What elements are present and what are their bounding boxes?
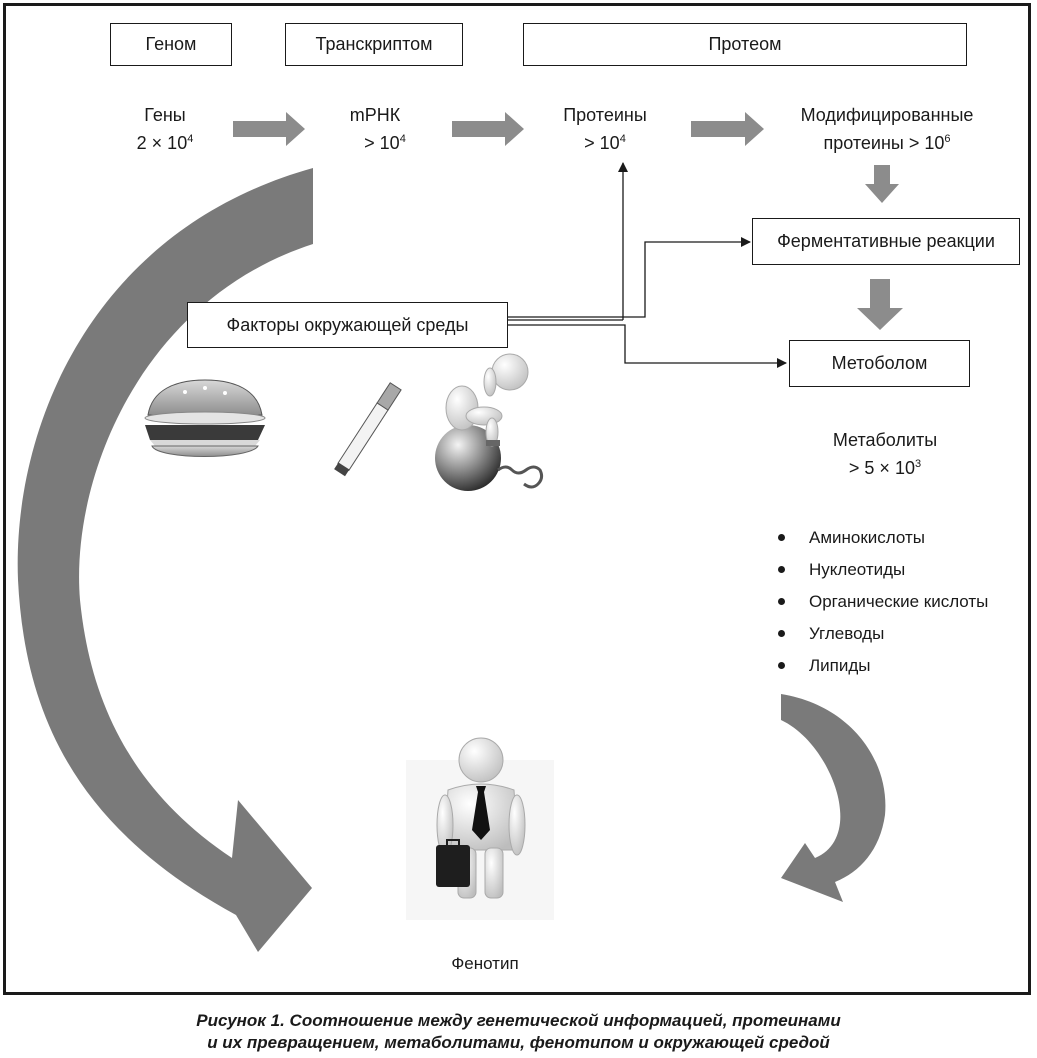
list-item: Нуклеотиды: [778, 557, 988, 589]
transcriptome-box: Транскриптом: [285, 23, 463, 66]
proteome-label: Протеом: [708, 34, 782, 54]
flow-arrow-genes-mrna: [233, 112, 305, 146]
caption-line-2: и их превращением, метаболитами, фенотип…: [207, 1033, 830, 1052]
caption-line-1: Рисунок 1. Соотношение между генетическо…: [196, 1011, 841, 1030]
hamburger-icon: [144, 379, 266, 457]
genes-count: 2 × 104: [136, 133, 194, 153]
mrna-count: > 104: [364, 133, 406, 153]
list-item: Органические кислоты: [778, 589, 988, 621]
modified-name: Модифицированные: [800, 105, 974, 125]
genome-box: Геном: [110, 23, 232, 66]
big-left-curved-arrow: [17, 168, 313, 952]
proteins-label: Протеины > 104: [540, 101, 670, 157]
metabolome-label: Метоболом: [831, 353, 928, 373]
genes-name: Гены: [144, 105, 186, 125]
enzymatic-reactions-box: Ферментативные реакции: [752, 218, 1020, 265]
proteins-count: > 104: [584, 133, 626, 153]
modified-proteins-label: Модифицированные протеины > 106: [782, 101, 992, 157]
down-arrow-enzymatic-metabolome: [857, 279, 903, 330]
metabolites-count: > 5 × 103: [848, 458, 922, 478]
genome-label: Геном: [145, 34, 197, 54]
cigarette-icon: [334, 382, 402, 477]
environment-connectors: [508, 162, 787, 368]
modified-count: протеины > 106: [823, 133, 951, 153]
mrna-label: mРНК > 104: [320, 101, 430, 157]
metabolome-box: Метоболом: [789, 340, 970, 387]
flow-arrow-proteins-modified: [691, 112, 764, 146]
enzymatic-label: Ферментативные реакции: [777, 231, 995, 251]
list-item: Аминокислоты: [778, 525, 988, 557]
list-item: Углеводы: [778, 621, 988, 653]
diagram-frame: [3, 3, 1031, 995]
metabolite-classes-list: Аминокислоты Нуклеотиды Органические кис…: [778, 525, 988, 685]
list-item: Липиды: [778, 653, 988, 685]
genes-label: Гены 2 × 104: [115, 101, 215, 157]
flow-arrow-mrna-proteins: [452, 112, 524, 146]
right-curved-arrow: [781, 694, 886, 902]
phenotype-label: Фенотип: [451, 954, 519, 973]
transcriptome-label: Транскриптом: [315, 34, 433, 54]
down-arrow-modified-enzymatic: [865, 165, 899, 203]
environment-label: Факторы окружающей среды: [226, 314, 469, 335]
mrna-name: mРНК: [349, 105, 401, 125]
metabolites-label: Метаболиты > 5 × 103: [800, 426, 970, 482]
businessman-icon: [406, 737, 554, 920]
proteins-name: Протеины: [563, 105, 647, 125]
metabolites-name: Метаболиты: [832, 430, 938, 450]
chained-person-icon: [435, 353, 544, 491]
proteome-box: Протеом: [523, 23, 967, 66]
environment-factors-box: Факторы окружающей среды: [187, 302, 508, 348]
figure-caption: Рисунок 1. Соотношение между генетическо…: [0, 1010, 1037, 1054]
